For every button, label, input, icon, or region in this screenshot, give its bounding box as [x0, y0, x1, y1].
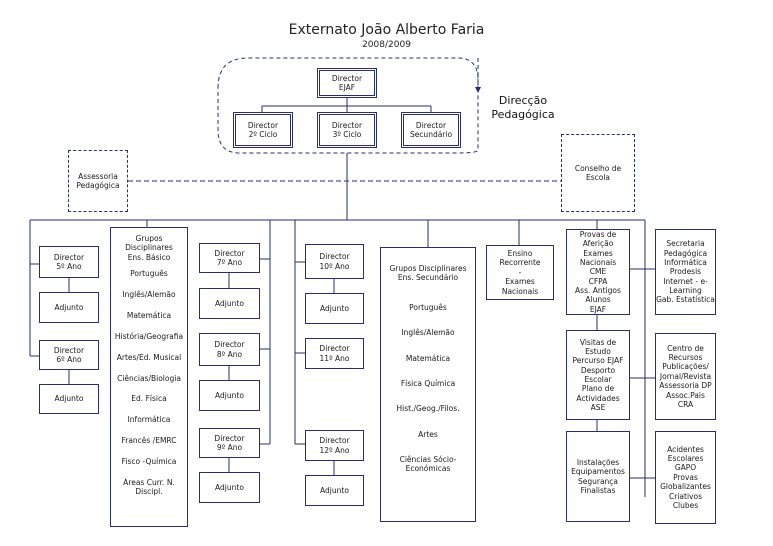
box-adjunto-10-ano: Adjunto — [305, 293, 364, 324]
secondary-subject: Hist./Geog./Filos. — [396, 404, 460, 414]
basic-subject: História/Geografia — [114, 331, 184, 341]
box-adjunto-9-ano: Adjunto — [199, 472, 260, 503]
direction-enclosure — [217, 57, 479, 154]
basic-subject: Português — [130, 269, 168, 279]
basic-subject: Matemática — [126, 310, 172, 320]
basic-subject: Inglês/Alemão — [122, 290, 176, 299]
secondary-subject: Ciências Sócio-Económicas — [399, 455, 457, 474]
secondary-subject: Artes — [418, 429, 438, 439]
basic-subject: Francês /EMRC — [121, 436, 177, 446]
box-grupos-ensino-basico: Grupos Disciplinares Ens. Básico Portugu… — [110, 227, 188, 527]
basic-subject: Áreas Curr. N. Discipl. — [123, 477, 175, 497]
basic-subject: Ed. Física — [131, 394, 167, 404]
basic-subject: Fisco -Química — [121, 457, 177, 466]
box-adjunto-7-ano: Adjunto — [199, 288, 260, 319]
box-adjunto-12-ano: Adjunto — [305, 475, 364, 506]
box-adjunto-6-ano: Adjunto — [39, 384, 99, 414]
basic-subject: Artes/Ed. Musical — [116, 352, 182, 362]
direction-label: Direcção Pedagógica — [491, 94, 555, 121]
secondary-subject: Física Química — [400, 378, 456, 388]
box-adjunto-5-ano: Adjunto — [39, 292, 99, 323]
secondary-subject: Português — [409, 302, 447, 312]
secondary-subject: Inglês/Alemão — [401, 328, 455, 338]
secondary-subject: Matemática — [405, 353, 451, 363]
basic-subject: Informática — [127, 415, 171, 425]
box-grupos-ensino-secundario: Grupos Disciplinares Ens. Secundário Por… — [380, 247, 476, 522]
box-adjunto-8-ano: Adjunto — [199, 380, 260, 411]
page-title: Externato João Alberto Faria — [288, 22, 485, 38]
school-year: 2008/2009 — [362, 40, 411, 50]
basic-subject: Ciências/Biologia — [117, 373, 181, 383]
